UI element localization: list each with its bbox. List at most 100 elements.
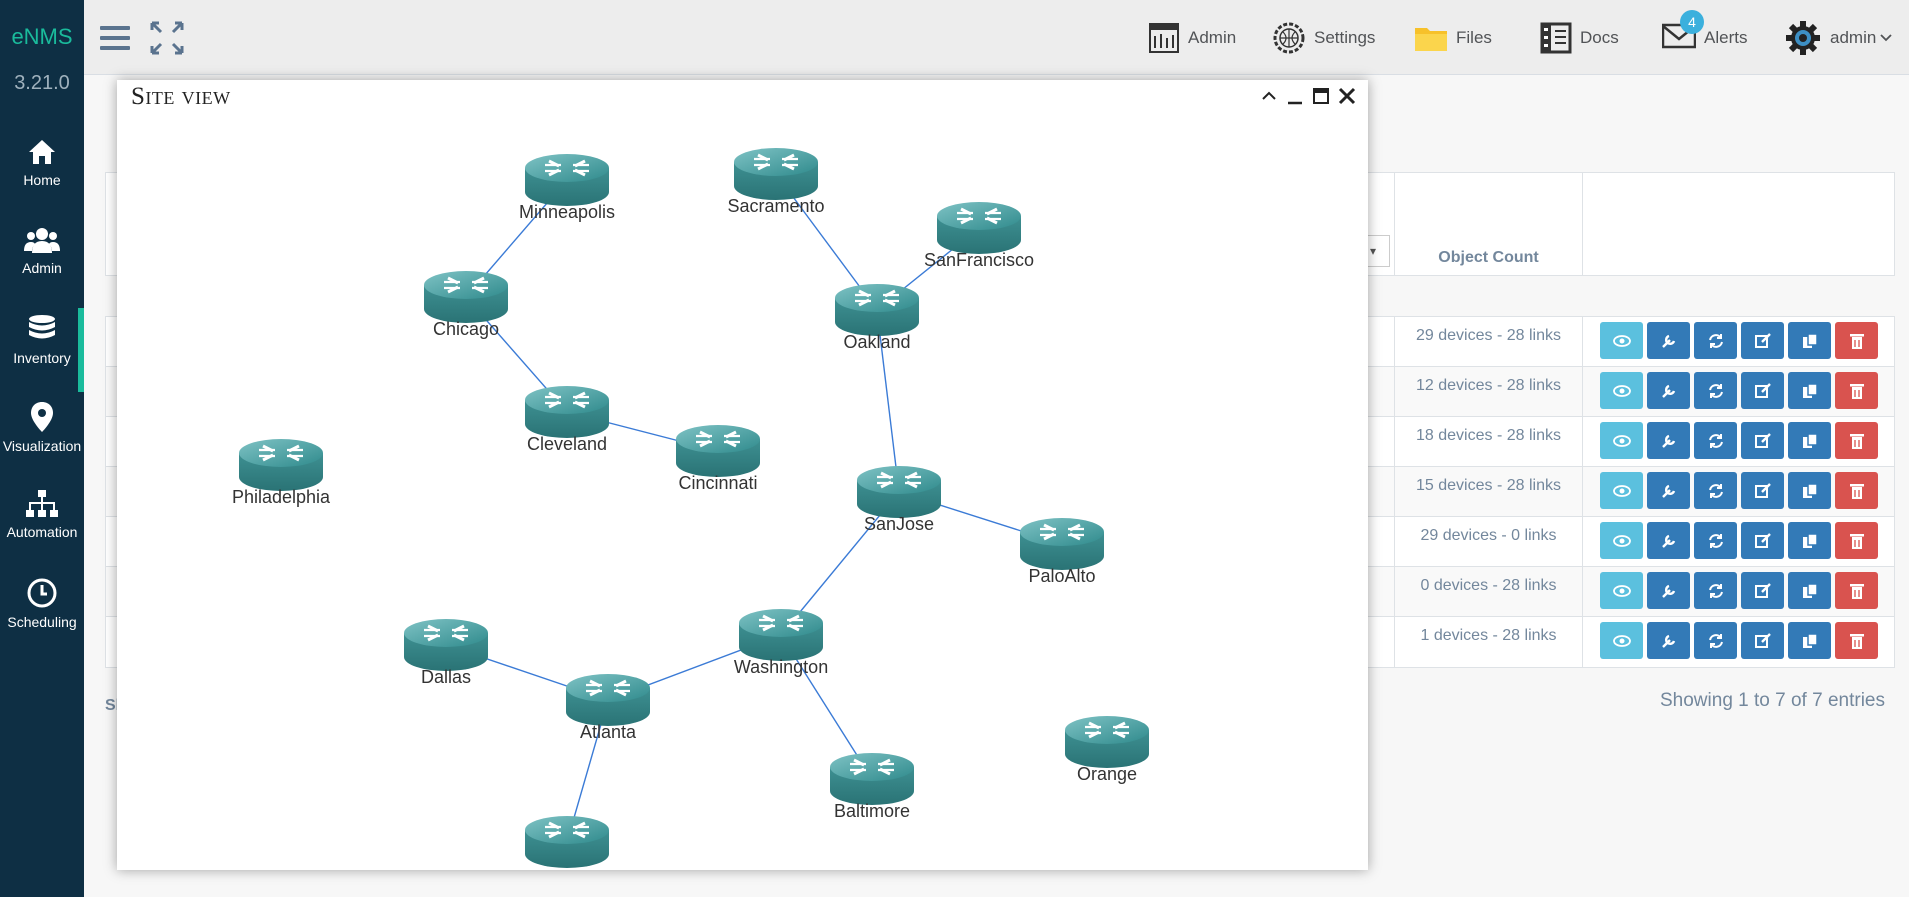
trash-icon: [1849, 383, 1864, 399]
graph-node[interactable]: Oakland: [835, 284, 919, 352]
user-menu-label: admin: [1830, 28, 1877, 47]
duplicate-button[interactable]: [1788, 472, 1831, 509]
graph-node[interactable]: Orange: [1065, 716, 1149, 784]
duplicate-button[interactable]: [1788, 572, 1831, 609]
view-button[interactable]: [1600, 622, 1643, 659]
duplicate-button[interactable]: [1788, 422, 1831, 459]
graph-link[interactable]: [876, 309, 900, 493]
graph-node[interactable]: SanFrancisco: [924, 202, 1034, 270]
trash-icon: [1849, 483, 1864, 499]
graph-node[interactable]: [525, 816, 609, 868]
copy-icon: [1802, 532, 1818, 548]
sidebar-item-visualization[interactable]: Visualization: [0, 402, 84, 480]
graph-node[interactable]: Sacramento: [727, 148, 825, 216]
refresh-icon: [1708, 383, 1723, 398]
sidebar-item-automation[interactable]: Automation: [0, 490, 84, 568]
delete-button[interactable]: [1835, 522, 1878, 559]
update-button[interactable]: [1741, 372, 1784, 409]
edit-button[interactable]: [1647, 572, 1690, 609]
refresh-button[interactable]: [1694, 522, 1737, 559]
alerts-nav-button[interactable]: 4 Alerts: [1661, 9, 1747, 58]
copy-icon: [1802, 482, 1818, 498]
graph-node[interactable]: SanJose: [857, 466, 941, 534]
refresh-button[interactable]: [1694, 322, 1737, 359]
docs-nav-button[interactable]: Docs: [1540, 18, 1619, 58]
panel-minimize-button[interactable]: [1285, 86, 1305, 106]
delete-button[interactable]: [1835, 572, 1878, 609]
refresh-button[interactable]: [1694, 472, 1737, 509]
update-button[interactable]: [1741, 522, 1784, 559]
panel-close-button[interactable]: [1337, 86, 1357, 106]
refresh-icon: [1708, 433, 1723, 448]
graph-node[interactable]: Philadelphia: [232, 439, 331, 507]
delete-button[interactable]: [1835, 422, 1878, 459]
view-button[interactable]: [1600, 372, 1643, 409]
sidebar-item-scheduling[interactable]: Scheduling: [0, 578, 84, 656]
update-button[interactable]: [1741, 622, 1784, 659]
close-icon: [1338, 87, 1356, 105]
maximize-icon: [1313, 88, 1329, 104]
delete-button[interactable]: [1835, 622, 1878, 659]
fullscreen-button[interactable]: [150, 18, 184, 58]
update-button[interactable]: [1741, 472, 1784, 509]
graph-node[interactable]: Dallas: [404, 619, 488, 687]
admin-nav-button[interactable]: Admin: [1148, 18, 1236, 58]
sidebar: eNMS 3.21.0 Home Admin Inventory Visuali…: [0, 0, 84, 897]
graph-node[interactable]: Baltimore: [830, 753, 914, 821]
panel-maximize-button[interactable]: [1311, 86, 1331, 106]
graph-node[interactable]: PaloAlto: [1020, 518, 1104, 586]
graph-node[interactable]: Minneapolis: [519, 154, 615, 222]
delete-button[interactable]: [1835, 372, 1878, 409]
view-button[interactable]: [1600, 472, 1643, 509]
panel-collapse-button[interactable]: [1259, 86, 1279, 106]
menu-toggle-button[interactable]: [100, 18, 130, 58]
view-button[interactable]: [1600, 322, 1643, 359]
view-button[interactable]: [1600, 522, 1643, 559]
sidebar-item-home[interactable]: Home: [0, 138, 84, 216]
trash-icon: [1849, 433, 1864, 449]
graph-node[interactable]: Cincinnati: [676, 425, 760, 493]
settings-nav-button[interactable]: Settings: [1272, 18, 1375, 58]
edit-button[interactable]: [1647, 472, 1690, 509]
edit-button[interactable]: [1647, 522, 1690, 559]
edit-button[interactable]: [1647, 422, 1690, 459]
edit-button[interactable]: [1647, 322, 1690, 359]
delete-button[interactable]: [1835, 472, 1878, 509]
graph-node[interactable]: Atlanta: [566, 674, 650, 742]
update-button[interactable]: [1741, 322, 1784, 359]
refresh-icon: [1708, 583, 1723, 598]
node-label: PaloAlto: [1028, 566, 1095, 586]
edit-button[interactable]: [1647, 622, 1690, 659]
graph-node[interactable]: Cleveland: [525, 386, 609, 454]
duplicate-button[interactable]: [1788, 622, 1831, 659]
admin-panel-icon: [1149, 23, 1179, 53]
view-button[interactable]: [1600, 572, 1643, 609]
update-button[interactable]: [1741, 572, 1784, 609]
node-label: Dallas: [421, 667, 471, 687]
edit-button[interactable]: [1647, 372, 1690, 409]
update-button[interactable]: [1741, 422, 1784, 459]
refresh-button[interactable]: [1694, 572, 1737, 609]
view-button[interactable]: [1600, 422, 1643, 459]
refresh-button[interactable]: [1694, 372, 1737, 409]
files-nav-button[interactable]: Files: [1414, 18, 1492, 58]
duplicate-button[interactable]: [1788, 372, 1831, 409]
duplicate-button[interactable]: [1788, 322, 1831, 359]
sidebar-item-inventory[interactable]: Inventory: [0, 308, 84, 392]
map-marker-icon: [31, 402, 53, 432]
sidebar-item-admin[interactable]: Admin: [0, 226, 84, 304]
duplicate-button[interactable]: [1788, 522, 1831, 559]
refresh-button[interactable]: [1694, 422, 1737, 459]
docs-nav-label: Docs: [1580, 28, 1619, 47]
graph-node[interactable]: Chicago: [424, 271, 508, 339]
folder-icon: [1415, 28, 1447, 51]
brand-logo[interactable]: eNMS: [11, 24, 73, 49]
delete-button[interactable]: [1835, 322, 1878, 359]
network-graph[interactable]: Minneapolis SacramentoSanFranciscoChicago…: [117, 80, 1368, 870]
router-icon: [424, 271, 508, 323]
user-menu-button[interactable]: admin: [1784, 18, 1892, 58]
refresh-button[interactable]: [1694, 622, 1737, 659]
object-count-cell: 29 devices - 28 links: [1416, 327, 1561, 344]
graph-node[interactable]: Washington: [734, 609, 828, 677]
